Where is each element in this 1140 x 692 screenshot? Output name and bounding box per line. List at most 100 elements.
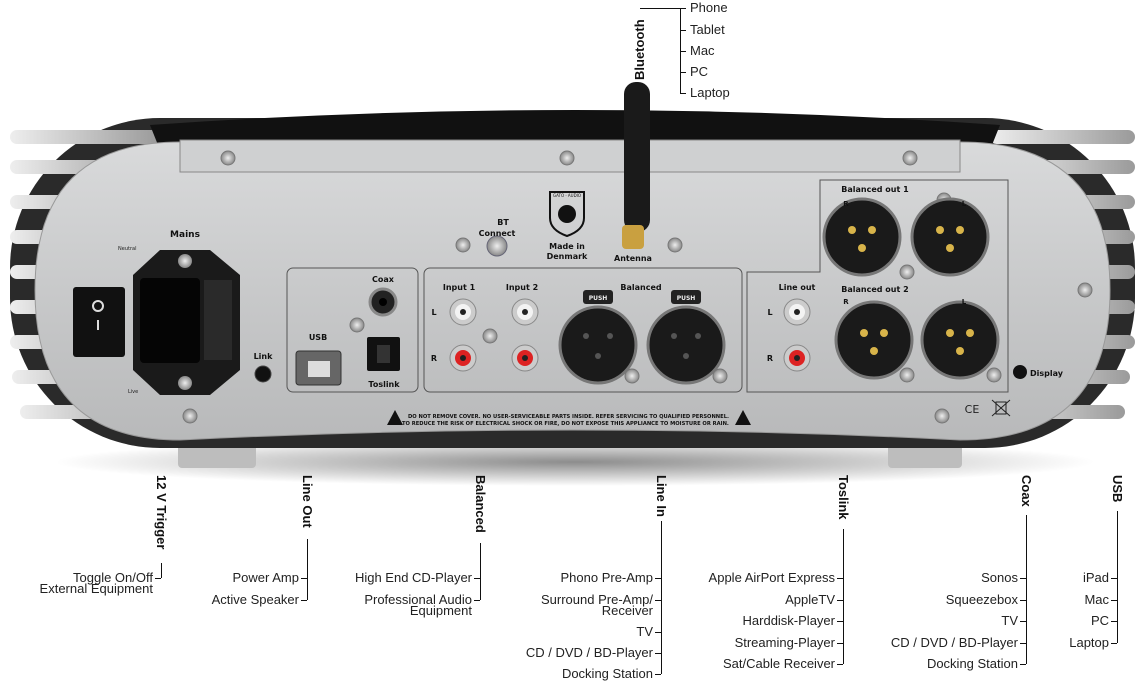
bluetooth-bracket-top: [640, 8, 680, 9]
group-device-item: High End CD-Player: [354, 570, 472, 585]
mains-socket: [140, 278, 200, 363]
antenna-connector: [622, 225, 644, 249]
bt-connect-button[interactable]: [486, 235, 508, 257]
rca-line-outputs[interactable]: [783, 298, 811, 372]
bracket-tick: [301, 600, 307, 601]
group-device-item: Surround Pre-Amp/ Receiver: [541, 592, 653, 618]
bracket-tick: [474, 578, 480, 579]
bracket-tick: [1111, 600, 1117, 601]
group-bracket: [1117, 511, 1118, 643]
group-device-item: iPad: [1082, 570, 1109, 585]
input1-label: Input 1: [443, 283, 476, 292]
bracket-tick: [1020, 664, 1026, 665]
group-heading: Line In: [654, 475, 669, 517]
bluetooth-antenna[interactable]: [624, 82, 650, 232]
display-label: Display: [1030, 369, 1064, 378]
outputs-box: [746, 179, 1009, 393]
power-on-icon: [97, 320, 99, 330]
mains-label: Mains: [170, 230, 200, 240]
bracket-tick: [301, 578, 307, 579]
group-device-item: TV: [636, 624, 653, 639]
bt-connect-label: BT: [497, 218, 509, 227]
bluetooth-device-item: Phone: [690, 0, 728, 15]
balanced-label: Balanced: [620, 283, 662, 292]
warning-text-line-2: TO REDUCE THE RISK OF ELECTRICAL SHOCK O…: [402, 421, 729, 427]
group-device-item: Sat/Cable Receiver: [723, 656, 835, 671]
usb-label: USB: [309, 333, 327, 342]
link-label: Link: [254, 352, 274, 361]
group-device-item: Streaming-Player: [734, 635, 835, 650]
bracket-tick: [680, 8, 686, 9]
push-release-label: PUSH: [677, 295, 696, 302]
display-button[interactable]: [1013, 365, 1027, 379]
group-heading: Coax: [1019, 475, 1034, 507]
group-device-item: Active Speaker: [211, 592, 299, 607]
bracket-tick: [680, 72, 686, 73]
bracket-tick: [1020, 578, 1026, 579]
coax-label: Coax: [372, 275, 395, 284]
group-device-item: CD / DVD / BD-Player: [525, 645, 653, 660]
bracket-tick: [1020, 643, 1026, 644]
group-heading: Line Out: [300, 475, 315, 528]
group-device-item: Docking Station: [561, 666, 653, 681]
bracket-tick: [155, 578, 161, 579]
group-heading: 12 V Trigger: [154, 475, 169, 550]
weee-bin-icon: [991, 399, 1011, 417]
group-heading: Balanced: [473, 475, 488, 533]
made-in-label-2: Denmark: [547, 252, 588, 261]
bracket-tick: [474, 600, 480, 601]
right-channel-label: R: [843, 200, 849, 208]
digital-inputs-box: [286, 267, 419, 393]
ce-mark: CE: [965, 403, 980, 416]
link-jack[interactable]: [254, 365, 272, 383]
bluetooth-device-item: Tablet: [690, 22, 725, 37]
group-bracket: [161, 563, 162, 578]
neutral-label: Neutral: [118, 246, 136, 252]
lion-logo: [549, 191, 585, 238]
electric-shock-warning-icon: [735, 410, 751, 425]
group-device-item: PC: [1090, 613, 1109, 628]
group-bracket: [843, 529, 844, 664]
group-device-item: Professional Audio Equipment: [364, 592, 472, 618]
bluetooth-device-item: Mac: [690, 43, 715, 58]
floor-shadow: [55, 438, 1095, 486]
group-device-item: Laptop: [1069, 635, 1109, 650]
group-device-item: Phono Pre-Amp: [560, 570, 654, 585]
group-bracket: [1026, 515, 1027, 664]
bracket-tick: [837, 664, 843, 665]
group-device-item: Sonos: [981, 570, 1018, 585]
left-channel-label: L: [962, 200, 967, 208]
left-channel-label: L: [431, 308, 436, 317]
bracket-tick: [655, 674, 661, 675]
group-bracket: [661, 521, 662, 674]
analog-inputs-box: [423, 267, 743, 393]
bracket-tick: [1111, 578, 1117, 579]
xlr-balanced-inputs[interactable]: [558, 290, 726, 385]
group-device-item: Mac: [1084, 592, 1109, 607]
bracket-tick: [1111, 643, 1117, 644]
bracket-tick: [655, 632, 661, 633]
right-channel-label: R: [843, 298, 849, 306]
group-device-item: Harddisk-Player: [742, 613, 835, 628]
group-device-item: Power Amp: [232, 570, 299, 585]
group-device-item: Toggle On/Off External Equipment: [39, 570, 153, 596]
bracket-tick: [655, 653, 661, 654]
rca-inputs[interactable]: [449, 298, 539, 372]
xlr-balanced-outputs[interactable]: [822, 197, 1000, 380]
bluetooth-device-item: Laptop: [690, 85, 730, 100]
bracket-tick: [1020, 621, 1026, 622]
group-heading: USB: [1110, 475, 1125, 503]
warning-icon: [387, 410, 403, 425]
right-channel-label: R: [767, 354, 773, 363]
logo-text: GATO · AUDIO: [553, 193, 581, 198]
bracket-tick: [680, 51, 686, 52]
bracket-tick: [680, 30, 686, 31]
line-out-label: Line out: [779, 283, 816, 292]
input2-label: Input 2: [506, 283, 538, 292]
bracket-tick: [680, 93, 686, 94]
bt-connect-label-2: Connect: [479, 229, 516, 238]
group-device-item: Docking Station: [926, 656, 1018, 671]
right-channel-label: R: [431, 354, 437, 363]
bracket-tick: [837, 578, 843, 579]
